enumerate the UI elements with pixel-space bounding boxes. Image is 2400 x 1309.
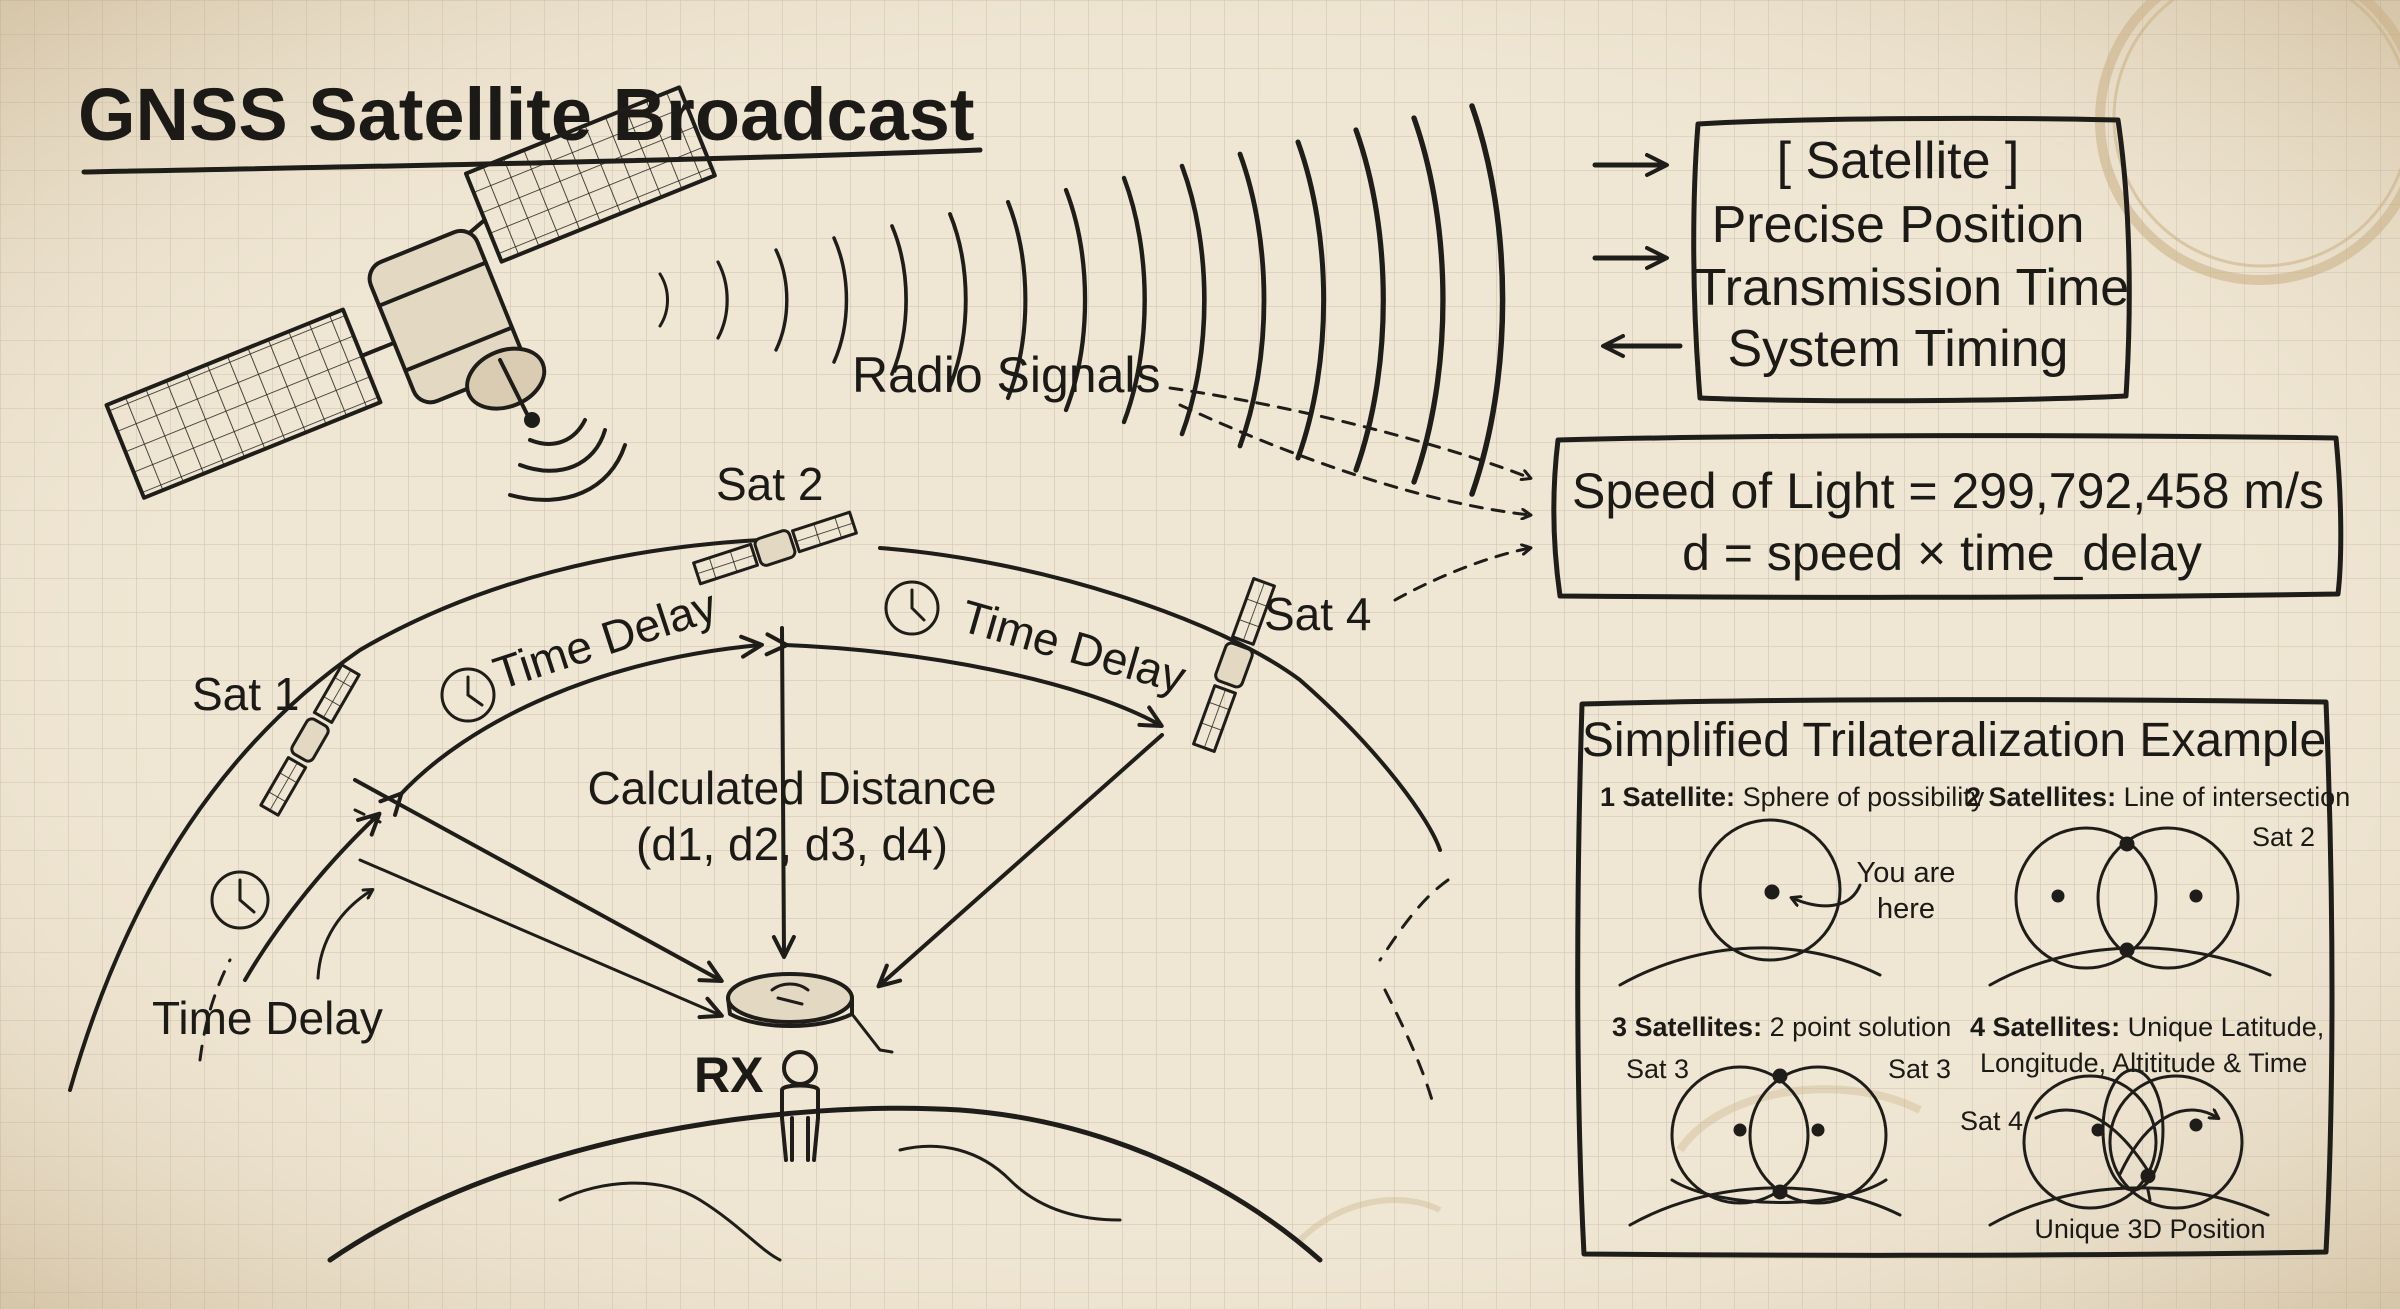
unique-3d-position-text: Unique 3D Position: [2034, 1214, 2265, 1244]
radio-wave-arc: [1121, 175, 1147, 425]
panel-3-sat-left: Sat 3: [1626, 1054, 1689, 1084]
sat-2-icon: [692, 510, 858, 586]
trilateration-panel: Simplified Trilateralization Example 1 S…: [1575, 697, 2350, 1258]
panel-4-diagram: [1988, 1068, 2270, 1227]
you-are-here-text: here: [1877, 893, 1935, 925]
receiver-label: RX: [694, 1047, 763, 1103]
info-box-line: [ Satellite ]: [1777, 132, 2020, 190]
radio-wave-arc: [1469, 103, 1506, 497]
clock-icon: [440, 667, 496, 723]
panel-2-sat-label: Sat 2: [2252, 822, 2315, 852]
radio-wave-arc: [1063, 187, 1088, 413]
time-delay-label-lower: Time Delay: [152, 992, 383, 1044]
sat4-to-speed-arrow: [1393, 548, 1530, 602]
earth: [327, 1105, 1323, 1263]
radio-wave-arc: [948, 212, 968, 388]
info-box-line: Precise Position: [1712, 196, 2085, 254]
radio-wave-arc: [1411, 115, 1446, 485]
trilateration-title: Simplified Trilateralization Example: [1582, 714, 2326, 767]
clock-icon: [210, 870, 270, 930]
radio-wave-arc: [658, 272, 669, 328]
panel-1-diagram: [1618, 818, 1882, 987]
info-box-arrows: [1592, 153, 1683, 358]
panel-3-sat-right: Sat 3: [1888, 1054, 1951, 1084]
info-box-line: Transmission Time: [1695, 259, 2129, 317]
sat-1-label: Sat 1: [192, 668, 299, 720]
coffee-stain-bottom: [1297, 1085, 1922, 1243]
signal-rays-to-receiver: [353, 626, 1164, 1020]
main-satellite: [104, 85, 717, 500]
downlink-signal-arcs: [508, 418, 627, 502]
radio-wave-arc: [1295, 139, 1327, 461]
radio-wave-arc: [774, 248, 789, 352]
info-box-line: System Timing: [1728, 320, 2069, 378]
panel-3-caption: 3 Satellites: 2 point solution: [1612, 1012, 1951, 1042]
radio-wave-arc: [1005, 199, 1028, 401]
panel-2-caption: 2 Satellites: Line of intersection: [1966, 782, 2350, 812]
receiver-icon: [726, 972, 894, 1054]
sat-4-icon: [1192, 577, 1276, 753]
speed-of-light-box: Speed of Light = 299,792,458 m/s d = spe…: [1551, 433, 2344, 600]
radio-wave-arc: [716, 260, 729, 340]
clock-icon: [884, 580, 940, 636]
radio-wave-arc: [890, 224, 908, 376]
panel-1-caption: 1 Satellite: Sphere of possibility: [1600, 782, 1985, 812]
page-title: GNSS Satellite Broadcast: [78, 73, 975, 156]
you-are-here-text: You are: [1857, 857, 1956, 889]
time-delay-pointer: [316, 890, 372, 980]
sat-2-label: Sat 2: [716, 458, 823, 510]
calculated-distance-line1: Calculated Distance: [587, 762, 996, 814]
radio-wave-arc: [832, 236, 849, 364]
sat-4-label: Sat 4: [1264, 588, 1371, 640]
radio-signals-label: Radio Signals: [852, 347, 1161, 403]
radio-wave-arc: [1237, 151, 1267, 449]
calculated-distance-line2: (d1, d2, d3, d4): [636, 818, 948, 870]
radio-wave-arc: [1179, 163, 1207, 437]
orbit-lines: [68, 538, 1450, 1102]
satellite-info-box: [ Satellite ] Precise Position Transmiss…: [1691, 115, 2132, 404]
panel-4-caption: 4 Satellites: Unique Latitude,: [1970, 1012, 2324, 1042]
radio-to-speed-arrow-1: [1168, 386, 1530, 478]
sat1-signal-arc: [243, 811, 382, 982]
speed-of-light-text: Speed of Light = 299,792,458 m/s: [1572, 463, 2324, 519]
panel-3-diagram: [1628, 1065, 1902, 1227]
radio-signal-arcs: [658, 103, 1506, 497]
time-delay-arcs: [378, 632, 1164, 817]
distance-formula-text: d = speed × time_delay: [1682, 525, 2202, 581]
sat-1-icon: [259, 663, 361, 817]
radio-to-speed-arrow-2: [1178, 403, 1530, 515]
panel-4-sat-label: Sat 4: [1960, 1106, 2023, 1136]
panel-2-diagram: [1988, 826, 2272, 987]
person-icon: [780, 1050, 820, 1162]
